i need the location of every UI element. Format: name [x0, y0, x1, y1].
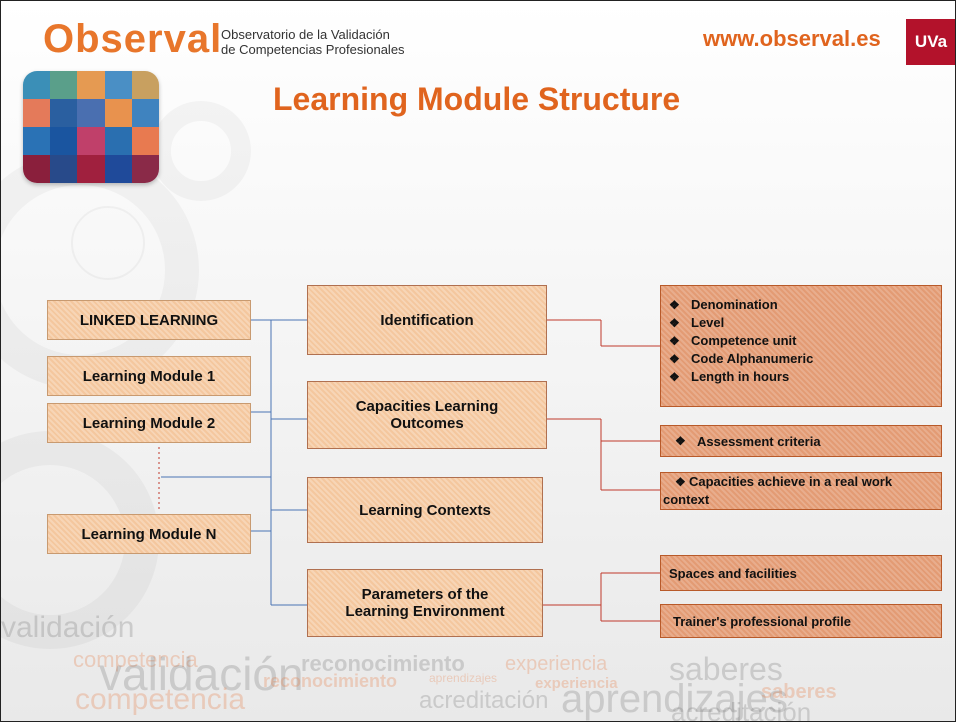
length-in-hours-label: Length in hours — [691, 369, 790, 384]
watermark-word: competencia — [73, 647, 198, 672]
diamond-bullet-icon: ❖ — [675, 475, 686, 489]
level-label: Level — [691, 315, 725, 330]
trainer-profile-box: Trainer's professional profile — [660, 604, 942, 638]
diamond-bullet-icon: ❖ — [669, 334, 680, 348]
list-item: ❖ Length in hours — [669, 368, 941, 386]
spaces-facilities-label: Spaces and facilities — [669, 565, 797, 581]
page-title: Learning Module Structure — [273, 81, 681, 117]
capacities-real-work-label: Capacities achieve in a real work contex… — [663, 474, 893, 507]
uva-badge: UVa — [906, 19, 955, 65]
diamond-bullet-icon: ❖ — [669, 298, 680, 312]
list-item: ❖ Code Alphanumeric — [669, 350, 941, 368]
watermark-word: aprendizajes — [561, 677, 788, 721]
watermark-word: competencia — [75, 683, 246, 716]
spaces-facilities-box: Spaces and facilities — [660, 555, 942, 591]
watermark-word: acreditación — [419, 687, 549, 714]
watermark-word: validación — [99, 648, 304, 700]
identification-box: Identification — [307, 285, 547, 355]
denomination-label: Denomination — [691, 297, 778, 312]
competence-unit-label: Competence unit — [691, 333, 797, 348]
list-item: ❖ Denomination — [669, 296, 941, 314]
parameters-learning-environment-box: Parameters of the Learning Environment — [307, 569, 543, 637]
identification-details-box: ❖ Denomination ❖ Level ❖ Competence unit ❖ C… — [660, 285, 942, 407]
assessment-criteria-label: Assessment criteria — [697, 433, 821, 449]
linked-learning-box: LINKED LEARNING — [47, 300, 251, 340]
trainer-profile-label: Trainer's professional profile — [673, 613, 851, 629]
list-item: ❖ Competence unit — [669, 332, 941, 350]
watermark-word: reconocimiento — [263, 671, 398, 691]
watermark-word: saberes — [761, 681, 837, 703]
watermark-word: reconocimiento — [301, 651, 465, 676]
mosaic-logo-icon — [23, 71, 159, 183]
watermark-word: aprendizajes — [429, 671, 498, 685]
learning-module-1-box: Learning Module 1 — [47, 356, 251, 396]
watermark-word: experiencia — [505, 653, 608, 675]
watermark-word: acreditación — [671, 697, 812, 722]
observal-logo: Observal — [43, 17, 223, 61]
website-url[interactable]: www.observal.es — [703, 26, 881, 51]
diamond-bullet-icon: ❖ — [669, 370, 680, 384]
diamond-bullet-icon: ❖ — [669, 316, 680, 330]
logo-subtitle-line-2: de Competencias Profesionales — [221, 42, 405, 57]
diamond-bullet-icon: ❖ — [675, 434, 686, 448]
list-item: ❖ Level — [669, 314, 941, 332]
assessment-criteria-box: ❖ Assessment criteria — [660, 425, 942, 457]
watermark-word: validación — [1, 611, 135, 644]
logo-subtitle-line-1: Observatorio de la Validación — [221, 27, 390, 42]
logo-subtitle: Observatorio de la Validación de Compete… — [221, 27, 405, 57]
identification-details-list: ❖ Denomination ❖ Level ❖ Competence unit ❖ C… — [661, 286, 941, 386]
watermark-word: saberes — [669, 651, 783, 687]
code-alphanumeric-label: Code Alphanumeric — [691, 351, 814, 366]
capacities-learning-outcomes-box: Capacities Learning Outcomes — [307, 381, 547, 449]
capacities-real-work-box: ❖Capacities achieve in a real work conte… — [660, 472, 942, 510]
learning-module-2-box: Learning Module 2 — [47, 403, 251, 443]
learning-contexts-box: Learning Contexts — [307, 477, 543, 543]
gear-decoration-ring — [71, 206, 145, 280]
learning-module-n-box: Learning Module N — [47, 514, 251, 554]
diamond-bullet-icon: ❖ — [669, 352, 680, 366]
capacities-real-work-text: ❖Capacities achieve in a real work conte… — [661, 473, 941, 508]
watermark-word: experiencia — [535, 675, 618, 692]
